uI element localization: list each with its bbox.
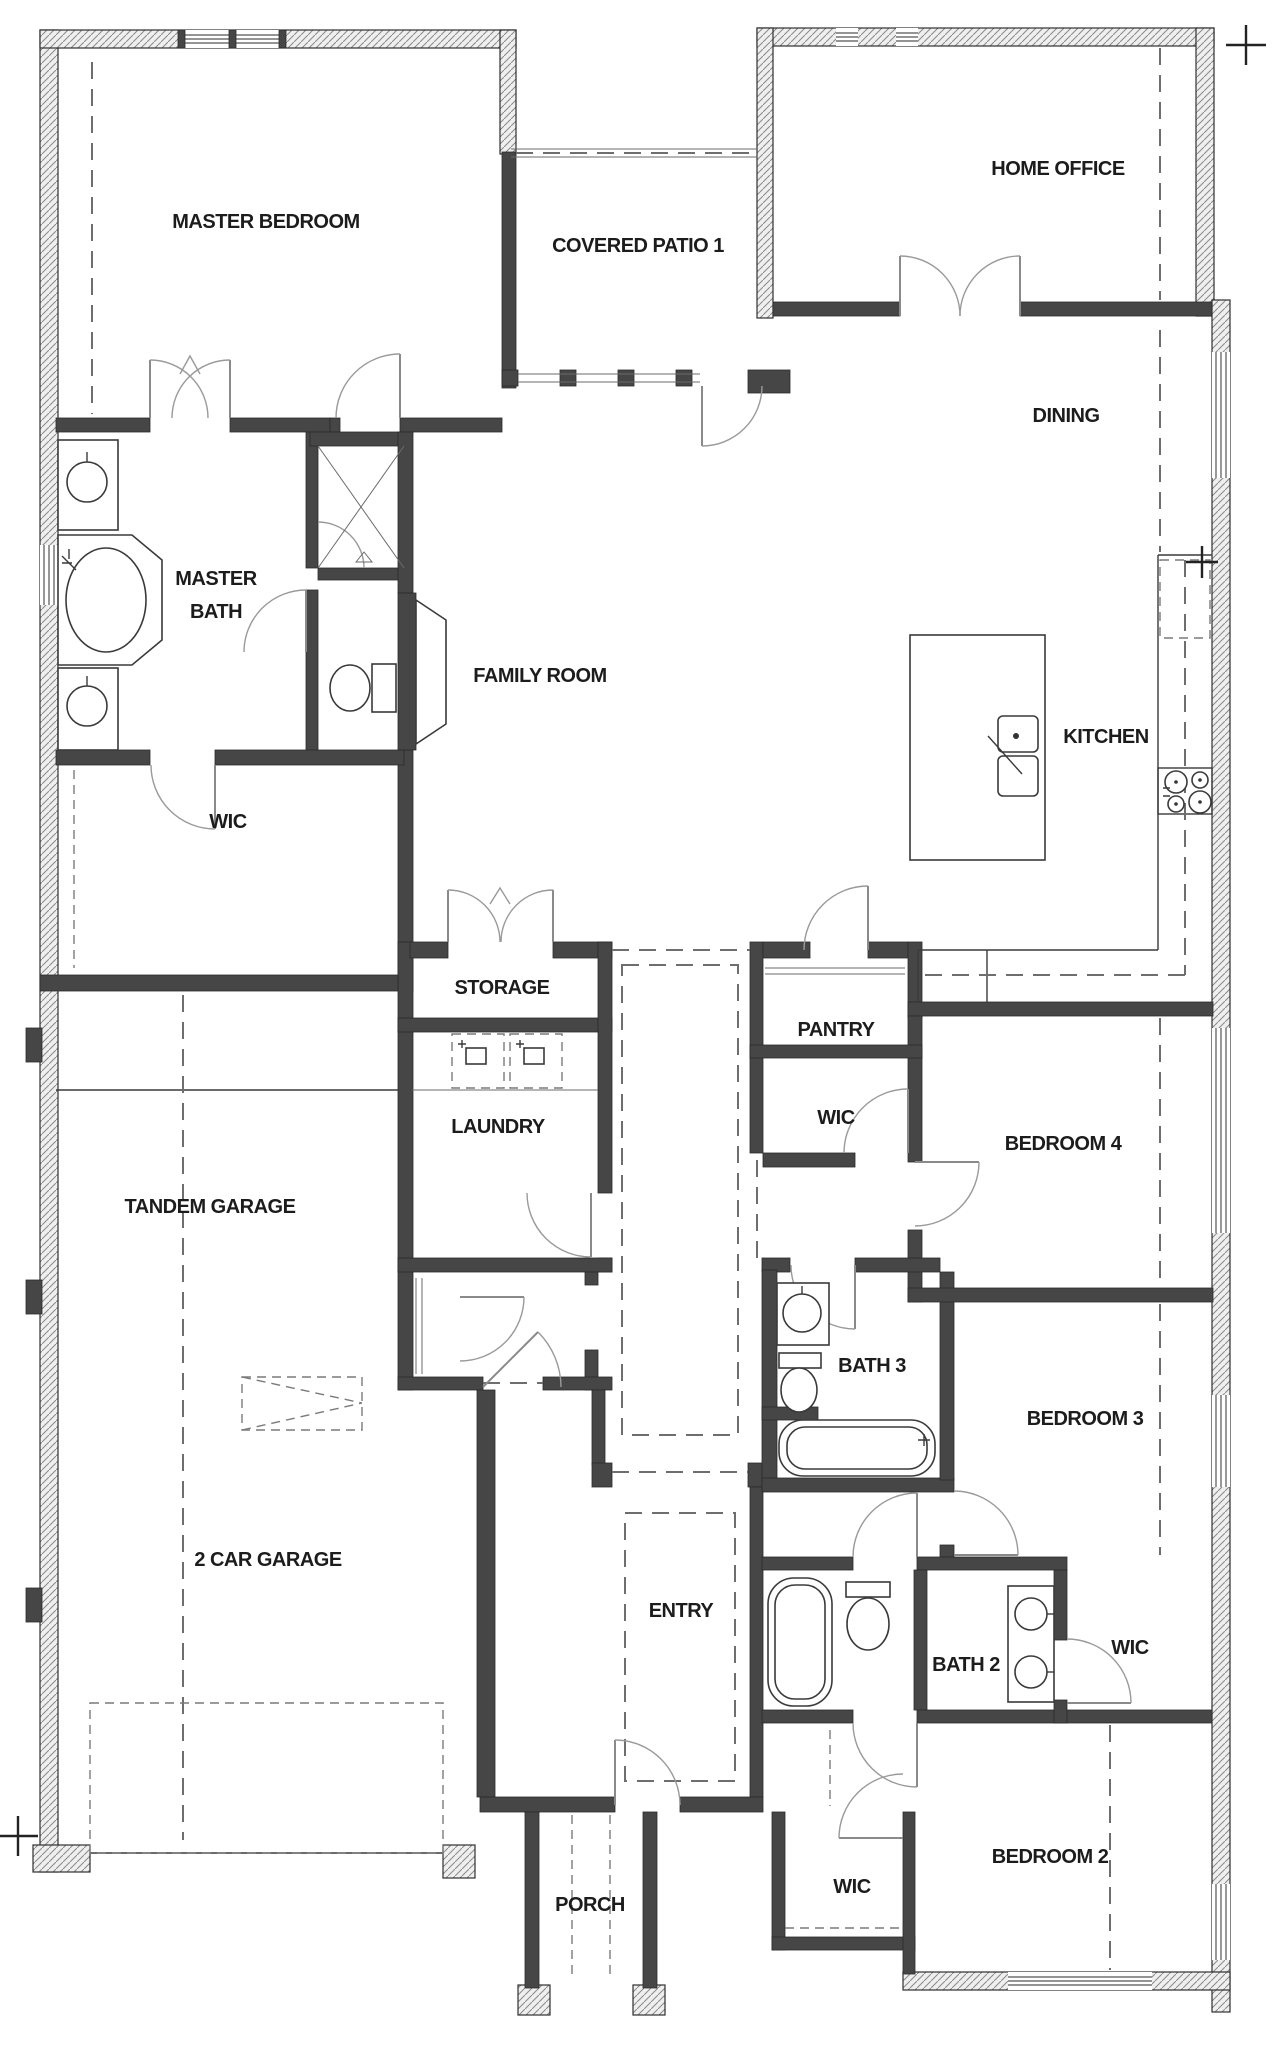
window-master-bath: [40, 545, 58, 605]
interior-walls: [39, 151, 1214, 1989]
garage-door-dash: [89, 1702, 444, 1854]
wall-pilaster: [25, 1027, 43, 1063]
room-label-entry: ENTRY: [649, 1600, 715, 1622]
door-home-office-double: [899, 255, 1021, 317]
porch-dash: [571, 1815, 611, 1978]
room-label-master-bath-1: MASTER: [175, 568, 258, 590]
kitchen-counter: [917, 554, 1212, 1002]
door-wic-master: [150, 764, 216, 830]
fireplace: [397, 592, 447, 751]
door-master-double: [149, 354, 231, 419]
room-label-bath3: BATH 3: [838, 1355, 906, 1377]
room-label-bedroom3: BEDROOM 3: [1027, 1408, 1144, 1430]
wall-pilaster: [25, 1587, 43, 1623]
room-label-two-car-garage: 2 CAR GARAGE: [194, 1549, 342, 1571]
fixtures: [57, 439, 1212, 1707]
dash-entry-ceiling: [624, 1512, 736, 1782]
windows: [40, 28, 1230, 1990]
door-bedroom2: [852, 1722, 918, 1788]
door-wic-bath2: [1066, 1638, 1132, 1704]
window-master-bedroom: [177, 29, 287, 49]
room-label-home-office: HOME OFFICE: [991, 158, 1125, 180]
patio-half-wall: [518, 373, 700, 383]
door-toilet-room: [243, 589, 307, 653]
room-label-pantry: PANTRY: [798, 1019, 876, 1041]
survey-markers: [0, 25, 1266, 1856]
room-label-wic-bedroom4: WIC: [817, 1107, 854, 1129]
closet-shelf: [415, 1278, 423, 1374]
window-bedroom4: [1212, 1028, 1230, 1233]
room-label-master-bath-2: BATH: [190, 601, 242, 623]
patio-roof-edge: [511, 148, 757, 158]
door-garage-entry: [482, 1331, 562, 1388]
room-label-porch: PORCH: [555, 1894, 625, 1916]
window-bedroom2-rear: [1008, 1972, 1152, 1990]
room-label-laundry: LAUNDRY: [451, 1116, 546, 1138]
room-label-master-bedroom: MASTER BEDROOM: [172, 211, 359, 233]
toilet-master: [329, 663, 397, 713]
cooktop: [1163, 770, 1212, 814]
room-label-kitchen: KITCHEN: [1063, 726, 1148, 748]
pantry-shelf: [765, 967, 905, 975]
laundry-fixtures: [451, 1033, 563, 1089]
room-label-bedroom2: BEDROOM 2: [992, 1846, 1109, 1868]
room-label-bath2: BATH 2: [932, 1654, 1000, 1676]
room-label-bedroom4: BEDROOM 4: [1005, 1133, 1123, 1155]
door-storage-double: [447, 886, 554, 943]
survey-cross-icon: [0, 1816, 38, 1856]
room-label-wic-bath2: WIC: [1111, 1637, 1148, 1659]
room-label-wic-master: WIC: [209, 811, 246, 833]
tub: [65, 547, 147, 653]
door-hall-closet: [459, 1296, 525, 1362]
room-label-family-room: FAMILY ROOM: [473, 665, 606, 687]
door-laundry: [526, 1192, 592, 1258]
attic-access: [241, 1376, 363, 1431]
door-pantry: [803, 885, 869, 951]
survey-cross-icon: [1226, 25, 1266, 65]
room-label-storage: STORAGE: [454, 977, 549, 999]
survey-cross-icon: [1186, 546, 1218, 578]
bath3-fixtures: [776, 1282, 936, 1477]
tub-faucet: [61, 549, 77, 571]
door-front: [614, 1739, 681, 1806]
window-dining: [1212, 352, 1230, 478]
dash-kitchen: [920, 560, 1186, 976]
kitchen-fixtures: [909, 634, 1212, 861]
room-labels: MASTER BEDROOM COVERED PATIO 1 HOME OFFI…: [125, 158, 1150, 1916]
door-master-to-bath: [335, 353, 401, 419]
door-bedroom4: [914, 1161, 980, 1227]
room-label-wic-bedroom2: WIC: [833, 1876, 870, 1898]
bath2-fixtures: [767, 1577, 1055, 1707]
fridge-space: [1159, 559, 1211, 639]
window-home-office: [836, 28, 918, 46]
shower: [317, 445, 405, 569]
room-label-tandem-garage: TANDEM GARAGE: [125, 1196, 296, 1218]
door-bedroom3: [953, 1490, 1019, 1556]
dash-hall-ceiling: [621, 964, 739, 1436]
door-patio: [701, 385, 763, 447]
master-bath-fixtures: [57, 439, 405, 751]
door-wic-bedroom2: [838, 1773, 904, 1839]
room-label-dining: DINING: [1033, 405, 1100, 427]
door-wic-bedroom4: [843, 1088, 909, 1154]
thin-lines: [56, 148, 1213, 1854]
window-bedroom3: [1212, 1395, 1230, 1487]
doors: [149, 255, 1132, 1839]
door-shower: [317, 521, 365, 569]
door-bath2: [852, 1492, 918, 1558]
wall-pilaster: [25, 1279, 43, 1315]
window-bedroom2-side: [1212, 1884, 1230, 1960]
room-label-covered-patio: COVERED PATIO 1: [552, 235, 724, 257]
